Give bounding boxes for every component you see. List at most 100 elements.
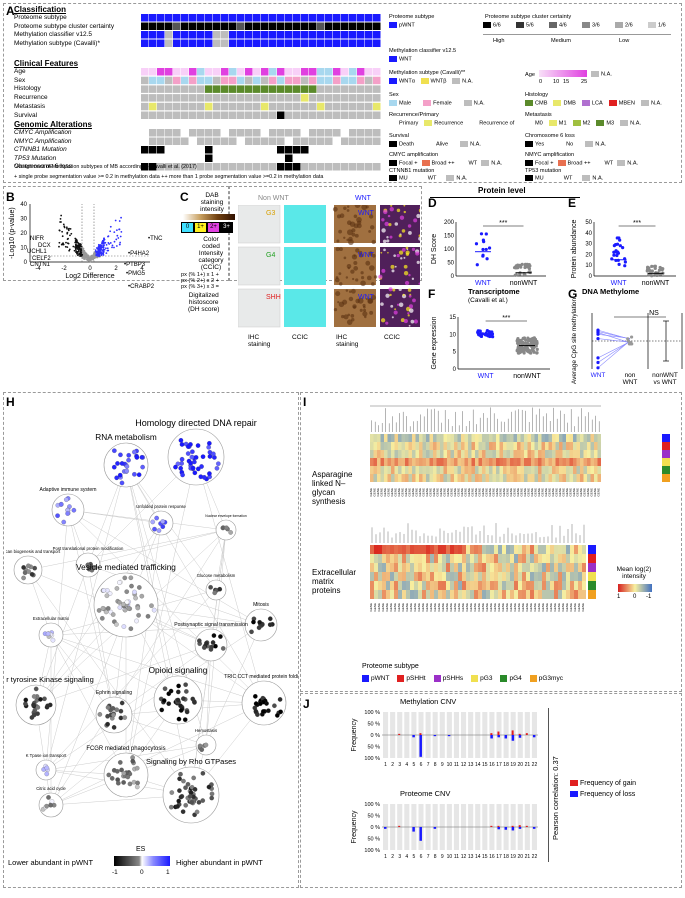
pathway-label: Mitosis (253, 602, 269, 608)
protein-node (206, 444, 211, 450)
heat-cell (301, 14, 309, 22)
heat-cell (269, 137, 277, 145)
panel-a-letter: A (6, 4, 15, 18)
heat-cell (349, 85, 357, 93)
heat-cell (391, 434, 395, 442)
heat-cell (430, 554, 434, 563)
ihc-texture (346, 205, 350, 209)
heat-cell (173, 102, 181, 111)
heat-cell (349, 14, 357, 22)
loss-bar (433, 827, 437, 829)
heat-cell (462, 563, 466, 572)
heat-cell (269, 94, 277, 102)
volcano-point (116, 234, 119, 237)
certainty-item: 3/6 (582, 22, 600, 28)
protein-node (175, 461, 181, 467)
heat-cell (253, 39, 261, 47)
chromosome-label: 8 (434, 762, 437, 768)
ihc-texture (365, 260, 371, 266)
heat-cell (391, 466, 395, 474)
y-label: Average CpG site methylation (571, 298, 578, 385)
mean-intensity-title: Mean log(2) intensity (616, 566, 652, 580)
ihc-texture (371, 239, 376, 245)
heat-cell (157, 94, 165, 102)
heat-cell (285, 85, 293, 93)
heat-cell (486, 581, 490, 590)
heat-cell (475, 434, 479, 442)
protein-node (197, 638, 202, 644)
volcano-point (99, 244, 102, 247)
protein-node (117, 580, 122, 585)
legend-label: N.A. (650, 100, 662, 107)
protein-node (26, 569, 31, 574)
gene-col-label: GENE (517, 603, 521, 612)
network-edge (67, 509, 262, 626)
protein-node (178, 708, 184, 713)
heat-cell (261, 39, 269, 47)
protein-node (132, 472, 137, 477)
pathway-label: Citric acid cycle (36, 786, 66, 791)
nonwnt-point (520, 262, 524, 266)
heat-cell (429, 442, 433, 450)
ihc-texture (348, 296, 354, 302)
heat-cell (502, 545, 506, 554)
heat-cell (261, 102, 269, 111)
heat-cell (309, 137, 317, 145)
heat-cell (325, 39, 333, 47)
ccic-texture (383, 248, 386, 252)
ccic-texture (389, 293, 392, 297)
heat-cell (141, 39, 149, 47)
heat-cell (373, 466, 377, 474)
heat-cell (391, 442, 395, 450)
heat-cell (478, 554, 482, 563)
gain-bar (398, 733, 401, 735)
heat-cell (498, 545, 502, 554)
gene-col-label: GENE (499, 488, 503, 497)
heat-cell (454, 581, 458, 590)
heat-cell (365, 137, 373, 145)
heat-cell (333, 163, 341, 171)
protein-node (130, 758, 136, 764)
legend-swatch (446, 175, 455, 181)
heat-cell (141, 154, 149, 162)
heat-cell (517, 474, 521, 482)
heat-cell (450, 474, 454, 482)
protein-node (183, 682, 188, 688)
heat-cell (277, 146, 285, 154)
protein-node (199, 464, 204, 469)
volcano-point (103, 244, 105, 247)
heat-cell (141, 85, 149, 93)
heat-cell (221, 146, 229, 154)
heat-cell (141, 68, 149, 76)
heat-cell (582, 563, 586, 572)
protein-node (212, 590, 218, 596)
ccic-nonwnt (284, 247, 326, 285)
heat-cell (490, 545, 494, 554)
heat-cell (562, 442, 566, 450)
heat-cell (373, 76, 381, 85)
legend-label: N.A. (456, 175, 468, 182)
volcano-point (81, 253, 84, 256)
gene-label: •TNC (148, 236, 163, 242)
heat-cell (405, 442, 409, 450)
wnt-point (478, 329, 482, 333)
gene-col-label: GENE (477, 603, 481, 612)
ccic-texture (394, 222, 399, 226)
nonwnt-point (522, 351, 526, 355)
legend-label: Female (433, 100, 452, 107)
heat-cell (205, 68, 213, 76)
heat-cell (197, 76, 205, 85)
heat-cell (269, 102, 277, 111)
protein-node (132, 589, 137, 595)
protein-node (44, 765, 50, 771)
protein-node (257, 619, 262, 625)
heat-cell (542, 563, 546, 572)
heat-cell (173, 94, 181, 102)
heat-cell (237, 39, 245, 47)
volcano-point (102, 252, 105, 255)
heat-cell (486, 572, 490, 581)
gain-bar (525, 825, 528, 827)
heat-cell (301, 129, 309, 137)
heat-cell (458, 581, 462, 590)
